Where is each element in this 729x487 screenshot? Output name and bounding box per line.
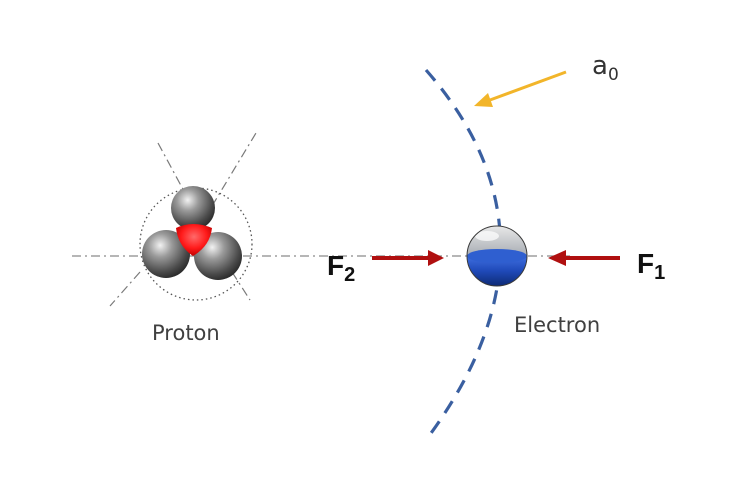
force1-label: F1 [637,248,665,284]
force2-arrow [372,250,444,266]
half-blue-sphere-icon [466,225,528,287]
radius-label: a0 [592,51,619,85]
radius-arrow [474,70,567,107]
force1-arrow [548,250,620,266]
electron-label: Electron [514,313,600,337]
proton-label: Proton [152,321,220,345]
proton-boundary [139,187,253,301]
force2-label: F2 [327,250,355,286]
three-quark-sphere-icon [142,186,242,280]
